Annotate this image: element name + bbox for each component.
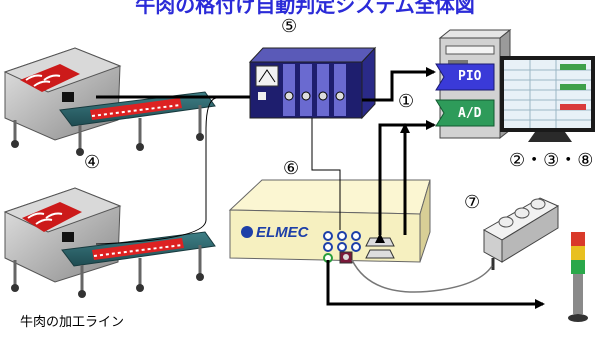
remote-switch-box — [482, 197, 560, 270]
processing-line-caption: 牛肉の加工ライン — [20, 315, 125, 330]
processing-line-bottom — [3, 187, 216, 298]
connections — [95, 67, 545, 309]
ad-label: A/D — [458, 106, 482, 121]
controller-brand: ELMEC — [256, 224, 309, 241]
label-5: ⑤ — [281, 16, 298, 37]
pio-label: PIO — [458, 69, 482, 84]
label-2-3-8: ②・③・⑧ — [509, 150, 594, 171]
signal-tower — [568, 232, 588, 322]
label-6: ⑥ — [283, 158, 300, 179]
processing-line-top — [3, 47, 216, 156]
controller — [228, 179, 431, 264]
computer — [435, 28, 595, 142]
label-7: ⑦ — [464, 192, 481, 213]
measurement-unit — [248, 46, 377, 120]
diagram-title: 牛肉の格付け自動判定システム全体図 — [135, 0, 475, 17]
label-4: ④ — [84, 152, 101, 173]
label-1: ① — [398, 91, 415, 112]
